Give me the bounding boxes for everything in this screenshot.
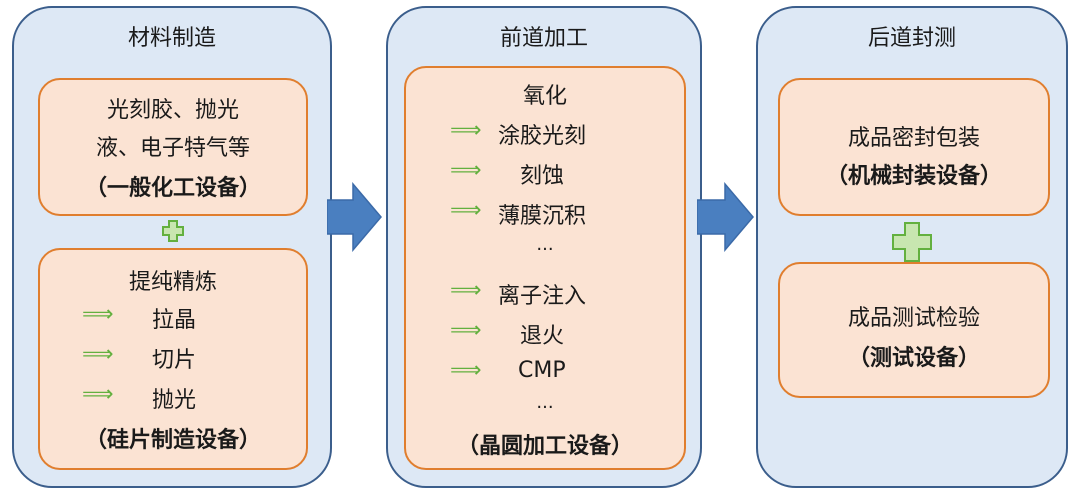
arrow-icon: ⟹ (450, 118, 482, 143)
packaging-box: 成品密封包装 （机械封装设备） (778, 78, 1050, 216)
step-item: 刻蚀 (520, 164, 565, 189)
stage-frontend: 前道加工 氧化 ⟹ 涂胶光刻 ⟹ 刻蚀 ⟹ 薄膜沉积 ... ⟹ 离子注入 ⟹ … (386, 6, 702, 488)
box-line: 成品密封包装 (847, 126, 980, 151)
equipment-label: （机械封装设备） (825, 164, 1002, 189)
arrow-icon: ⟹ (450, 158, 482, 183)
arrow-icon: ⟹ (82, 302, 114, 327)
wafer-process-box: 氧化 ⟹ 涂胶光刻 ⟹ 刻蚀 ⟹ 薄膜沉积 ... ⟹ 离子注入 ⟹ 退火 ⟹ … (404, 66, 686, 470)
box-heading: 氧化 (522, 84, 567, 109)
equipment-label: （一般化工设备） (84, 176, 261, 201)
arrow-icon: ⟹ (82, 382, 114, 407)
step-item: 涂胶光刻 (498, 124, 587, 149)
equipment-label: （测试设备） (847, 346, 980, 371)
stage-backend: 后道封测 成品密封包装 （机械封装设备） 成品测试检验 （测试设备） (756, 6, 1068, 488)
stage-material: 材料制造 光刻胶、抛光 液、电子特气等 （一般化工设备） 提纯精炼 ⟹ 拉晶 ⟹… (12, 6, 332, 488)
stage-title: 材料制造 (127, 26, 216, 51)
stage-title: 前道加工 (499, 26, 588, 51)
arrow-icon: ⟹ (450, 278, 482, 303)
stage-title: 后道封测 (867, 26, 956, 51)
chemicals-box: 光刻胶、抛光 液、电子特气等 （一般化工设备） (38, 78, 308, 216)
arrow-icon: ⟹ (82, 342, 114, 367)
ellipsis: ... (536, 234, 554, 255)
ellipsis: ... (536, 392, 554, 413)
step-item: 抛光 (152, 388, 197, 413)
plus-icon (162, 220, 184, 242)
step-item: CMP (518, 358, 566, 383)
box-line: 光刻胶、抛光 (106, 98, 239, 123)
equipment-label: （晶圆加工设备） (456, 434, 633, 459)
step-item: 切片 (152, 348, 197, 373)
arrow-icon: ⟹ (450, 198, 482, 223)
arrow-icon: ⟹ (450, 318, 482, 343)
step-item: 离子注入 (498, 284, 587, 309)
arrow-icon: ⟹ (450, 358, 482, 383)
testing-box: 成品测试检验 （测试设备） (778, 262, 1050, 398)
wafer-box: 提纯精炼 ⟹ 拉晶 ⟹ 切片 ⟹ 抛光 （硅片制造设备） (38, 248, 308, 470)
plus-icon (892, 222, 932, 262)
box-line: 液、电子特气等 (95, 136, 250, 161)
step-item: 退火 (520, 324, 565, 349)
equipment-label: （硅片制造设备） (84, 428, 261, 453)
step-item: 拉晶 (152, 308, 197, 333)
flow-arrow (327, 182, 382, 252)
box-heading: 提纯精炼 (128, 270, 217, 295)
step-item: 薄膜沉积 (498, 204, 587, 229)
flow-arrow (697, 182, 754, 252)
box-line: 成品测试检验 (847, 306, 980, 331)
